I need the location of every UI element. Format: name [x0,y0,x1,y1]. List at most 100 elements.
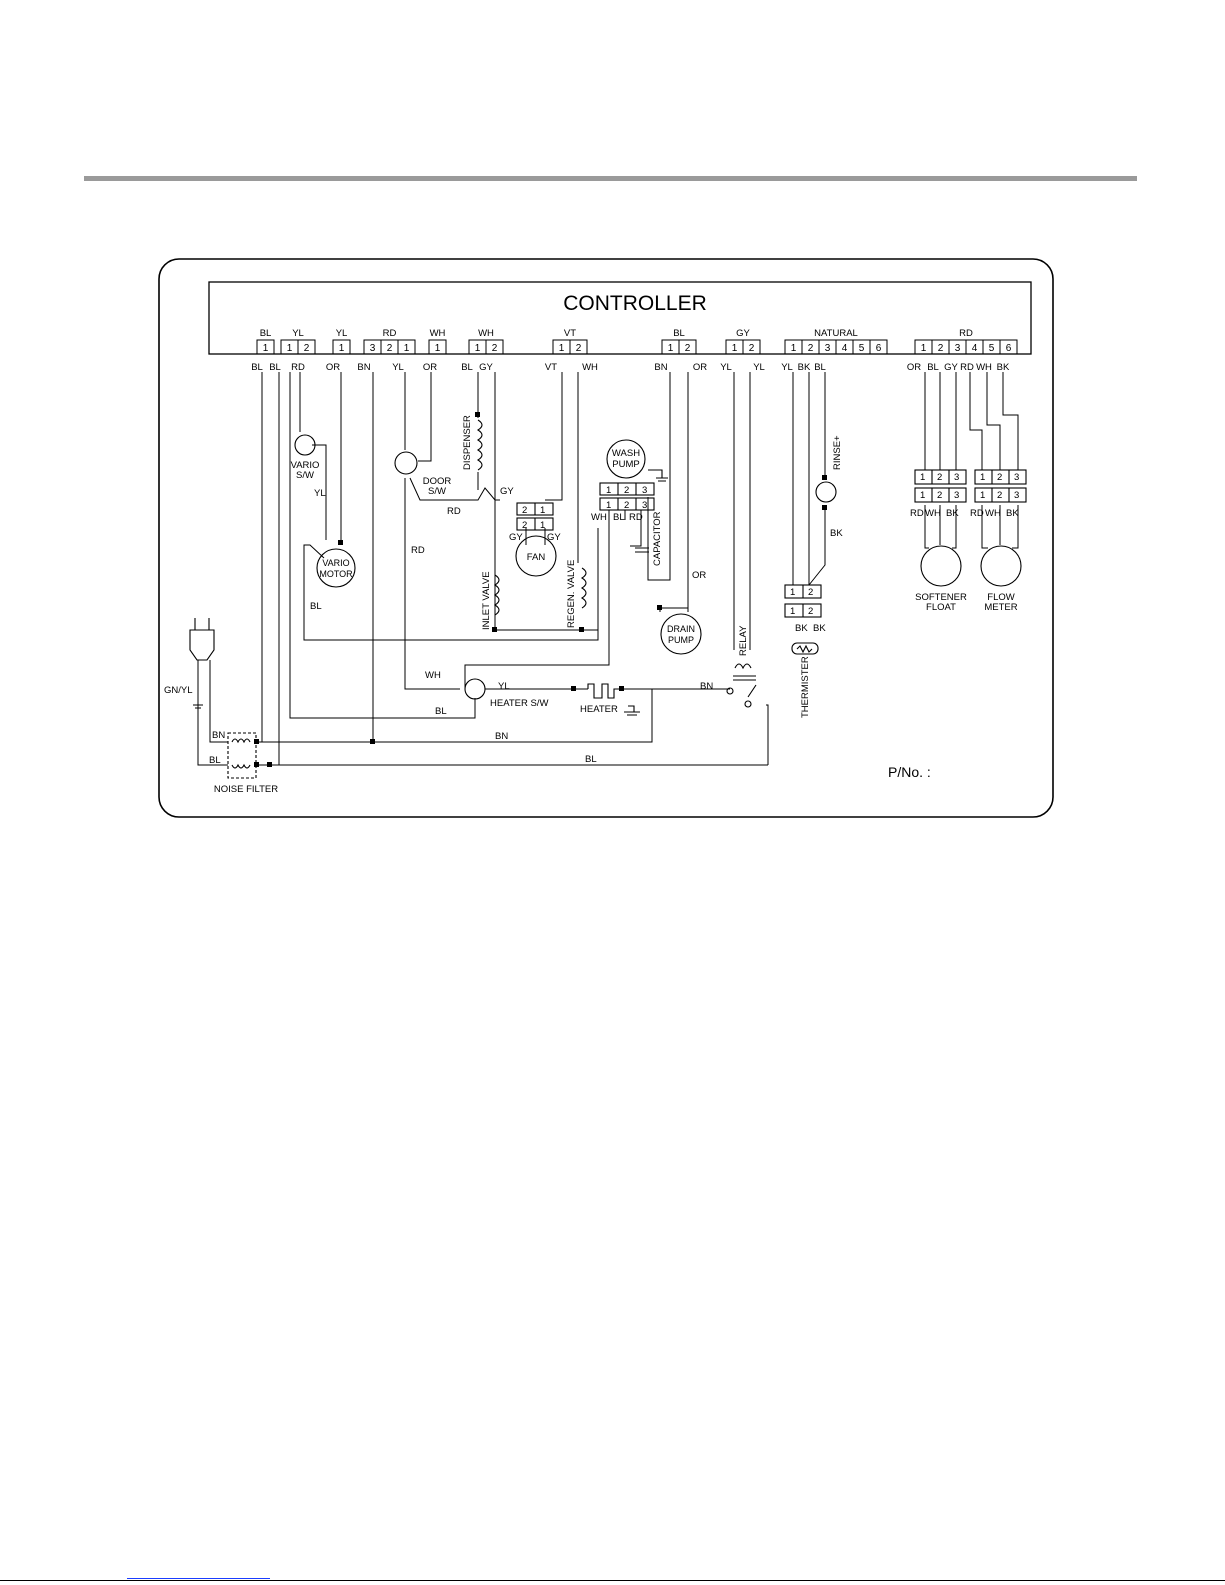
softener-pin: 3 [954,490,959,501]
drain-pump-label-1: DRAIN [667,624,695,634]
connector-color-label: NATURAL [814,328,858,339]
connector-pin-number: 2 [492,343,498,354]
connector-pin-number: 6 [1006,343,1012,354]
connector-pin-number: 5 [859,343,865,354]
wire-label: GY [509,532,523,543]
wire-label: BK [795,623,808,634]
connector-pin-number: 1 [404,343,410,354]
wire-label: YL [498,681,510,692]
vario-motor-label-1: VARIO [322,558,349,568]
wire-label: BK [946,508,959,519]
flow-pin: 3 [1014,472,1019,483]
flow-meter-label-2: METER [984,602,1017,613]
flow-meter-label-1: FLOW [987,592,1014,603]
connector-pin-number: 4 [972,343,978,354]
connector-pin-number: 6 [876,343,882,354]
wire-color-label: BL [251,362,263,373]
wash-pin: 1 [606,500,611,511]
diagram-text: VARIO S/W VARIO MOTOR DOOR S/W DISPENSER… [164,415,1019,795]
wire-label: GY [500,486,514,497]
part-number-label: P/No. : [888,764,931,780]
wire-color-label: BK [997,362,1010,373]
wash-pin: 1 [606,485,611,496]
footer-rule [0,1580,1225,1581]
connector-pin-box [256,339,275,355]
wash-pump-label-1: WASH [612,448,640,459]
dispenser-label: DISPENSER [462,415,473,470]
connector-pin-number: 1 [791,343,797,354]
therm-pin: 1 [790,606,795,617]
connector-pin-box [999,339,1018,355]
door-sw-label-1: DOOR [423,476,452,487]
connector-pin-number: 1 [559,343,565,354]
drain-pump-label-2: PUMP [668,635,694,645]
connector-pin-number: 2 [808,343,814,354]
connector-pin-box [332,339,351,355]
wire-color-label: RD [960,362,974,373]
heater-sw-label: HEATER S/W [490,698,548,709]
softener-pin: 1 [920,490,925,501]
wire-label: RD [910,508,924,519]
wire-label: BN [212,730,225,741]
wire-color-label: YL [753,362,765,373]
connector-pin-number: 2 [576,343,582,354]
regen-valve-label: REGEN. VALVE [566,560,577,628]
connector-pin-box [428,339,447,355]
wire-color-label: BL [814,362,826,373]
capacitor-label: CAPACITOR [652,511,663,566]
wire-color-label: BL [927,362,939,373]
flow-pin: 2 [997,490,1002,501]
connector-color-label: YL [292,328,304,339]
wire-color-label: YL [720,362,732,373]
connector-pin-box [869,339,888,355]
inlet-valve-label: INLET VALVE [481,571,492,630]
connector-pin-number: 2 [685,343,691,354]
therm-pin: 2 [808,606,813,617]
wire-color-label: RD [291,362,305,373]
connector-pin-box [485,339,504,355]
fan-pin: 2 [522,520,527,531]
softener-float-label-2: FLOAT [926,602,956,613]
wire-label: BL [613,512,625,523]
connector-pin-number: 1 [668,343,674,354]
connector-pin-number: 1 [921,343,927,354]
wire-label: RD [411,545,425,556]
connector-pin-number: 3 [825,343,831,354]
wire-color-label: OR [326,362,340,373]
wire-label: WH [591,512,607,523]
wire-label: YL [314,488,326,499]
wire-label: BK [1006,508,1019,519]
wire-label: WH [925,508,941,519]
flow-pin: 1 [980,472,985,483]
wire-color-label: BL [461,362,473,373]
relay-label: RELAY [738,625,749,656]
wire-label: BK [813,623,826,634]
connector-color-label: BL [673,328,685,339]
connector-color-label: WH [478,328,494,339]
wire-color-label: OR [693,362,707,373]
wire-label: BL [435,706,447,717]
wire-label: BN [495,731,508,742]
softener-pin: 2 [937,472,942,483]
therm-pin: 2 [808,587,813,598]
wire-color-label: BK [798,362,811,373]
connector-color-label: WH [430,328,446,339]
wire-label: RD [629,512,643,523]
fan-pin: 1 [540,505,545,516]
connector-pin-number: 3 [370,343,376,354]
wash-pin: 3 [642,485,647,496]
thermister-label: THERMISTER [800,656,811,718]
connector-pin-number: 1 [732,343,738,354]
wire-label: BN [700,681,713,692]
connector-pin-number: 2 [304,343,310,354]
junction-dots [254,412,827,767]
door-sw-label-2: S/W [428,486,446,497]
flow-pin: 2 [997,472,1002,483]
wire-label: BL [310,601,322,612]
wash-pin: 2 [624,500,629,511]
wire-color-label: BL [269,362,281,373]
wire-color-label: WH [976,362,992,373]
wire-color-label: BN [357,362,370,373]
